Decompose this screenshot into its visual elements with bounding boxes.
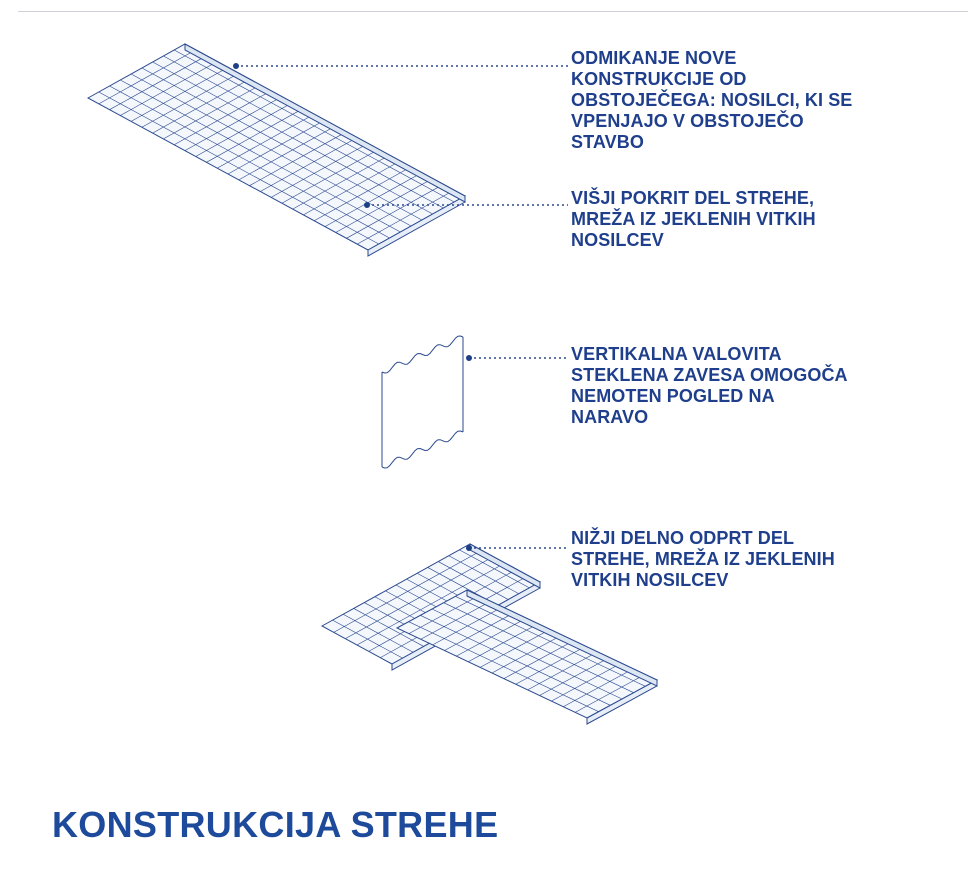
grid-beam	[420, 600, 491, 640]
grid-beam	[227, 119, 326, 175]
grid-beam	[195, 102, 293, 157]
grid-beam	[527, 651, 598, 691]
leader-anchor-dot	[233, 63, 239, 69]
grid-beam	[174, 90, 272, 146]
lower-roof-grid	[320, 543, 659, 725]
callout-upper-roof: VIŠJI POKRIT DEL STREHE, MREŽA IZ JEKLEN…	[571, 188, 816, 250]
grid-beam	[503, 640, 575, 679]
grid-beam	[333, 550, 482, 633]
callout-offset-construction: ODMIKANJE NOVE KONSTRUKCIJE OD OBSTOJEČE…	[571, 48, 853, 152]
grid-beam	[335, 178, 433, 233]
grid-beam	[303, 160, 401, 216]
glass-curtain-wall	[381, 335, 464, 469]
grid-beam	[515, 645, 586, 685]
callout-leaders	[233, 63, 568, 551]
grid-beam	[238, 125, 336, 181]
grid-beam	[184, 96, 283, 151]
grid-beam	[444, 612, 515, 651]
page-title: KONSTRUKCIJA STREHE	[52, 804, 499, 845]
grid-beam	[345, 556, 494, 639]
grid-beam	[281, 148, 379, 204]
grid-beam	[152, 78, 250, 134]
grid-beam	[270, 143, 369, 198]
grid-beam	[141, 72, 239, 128]
grid-beam	[120, 61, 218, 116]
grid-beam	[163, 84, 261, 140]
grid-beam	[563, 668, 634, 708]
callout-lower-roof: NIŽJI DELNO ODPRT DEL STREHE, MREŽA IZ J…	[571, 528, 835, 590]
grid-beam	[109, 55, 207, 110]
grid-beam	[491, 634, 563, 674]
grid-beam	[324, 172, 423, 227]
grid-beam	[314, 166, 412, 222]
grid-beam	[456, 617, 527, 657]
grid-beam	[346, 184, 444, 239]
grid-beam	[98, 49, 196, 105]
grid-beam	[249, 131, 347, 186]
leader-anchor-dot	[466, 355, 472, 361]
grid-beam	[468, 623, 539, 663]
grid-beam	[551, 662, 622, 702]
curtain-bottom-edge	[381, 430, 464, 469]
grid-beam	[432, 606, 503, 646]
grid-beam	[479, 629, 551, 668]
grid-beam	[574, 674, 646, 713]
slab-edge-face	[184, 43, 466, 203]
leader-anchor-dot	[364, 202, 370, 208]
callout-glass-curtain: VERTIKALNA VALOVITA STEKLENA ZAVESA OMOG…	[571, 344, 848, 427]
grid-beam	[357, 189, 455, 245]
grid-beam	[130, 67, 229, 122]
grid-beam	[206, 108, 304, 163]
grid-beam	[217, 113, 315, 169]
grid-beam	[356, 562, 506, 646]
leader-anchor-dot	[466, 545, 472, 551]
grid-beam	[408, 595, 480, 634]
grid-beam	[539, 657, 610, 696]
grid-beam	[260, 137, 358, 192]
slab-edge-face	[466, 589, 658, 687]
curtain-top-edge	[381, 335, 464, 374]
upper-roof-grid	[86, 43, 467, 257]
grid-beam	[292, 154, 390, 210]
top-divider	[18, 11, 968, 12]
